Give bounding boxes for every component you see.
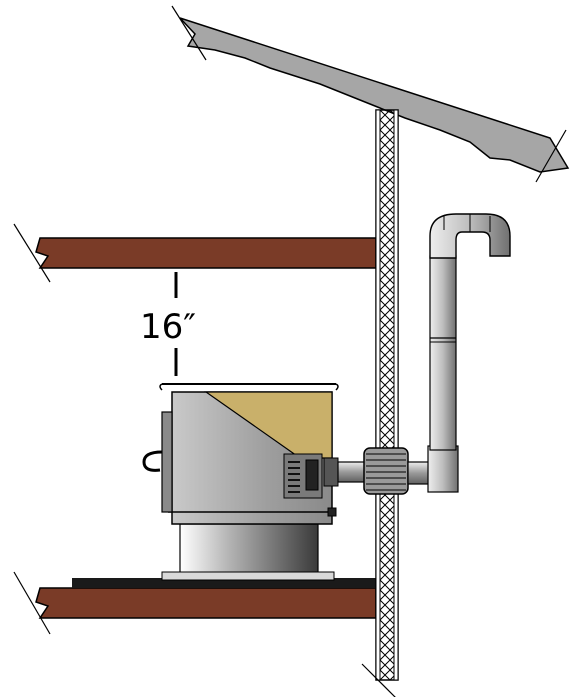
- vent-pipe: [427, 213, 511, 493]
- door-handle: [142, 450, 163, 472]
- upper-shelf: [13, 223, 377, 283]
- vertical-pipe: [429, 255, 457, 451]
- lower-floor: [13, 571, 377, 635]
- pellet-stove: [142, 383, 339, 581]
- wall-thimble: [363, 447, 439, 495]
- roof: [171, 5, 570, 183]
- stove-pedestal: [179, 523, 319, 575]
- insulated-wall: [361, 109, 399, 697]
- stove-door: [161, 411, 173, 513]
- clearance-dimension: 16″: [140, 272, 196, 376]
- stove-base-plate: [161, 571, 335, 581]
- clearance-label: 16″: [140, 307, 196, 347]
- vent-tee: [427, 445, 459, 493]
- floor-protector-pad: [72, 578, 376, 588]
